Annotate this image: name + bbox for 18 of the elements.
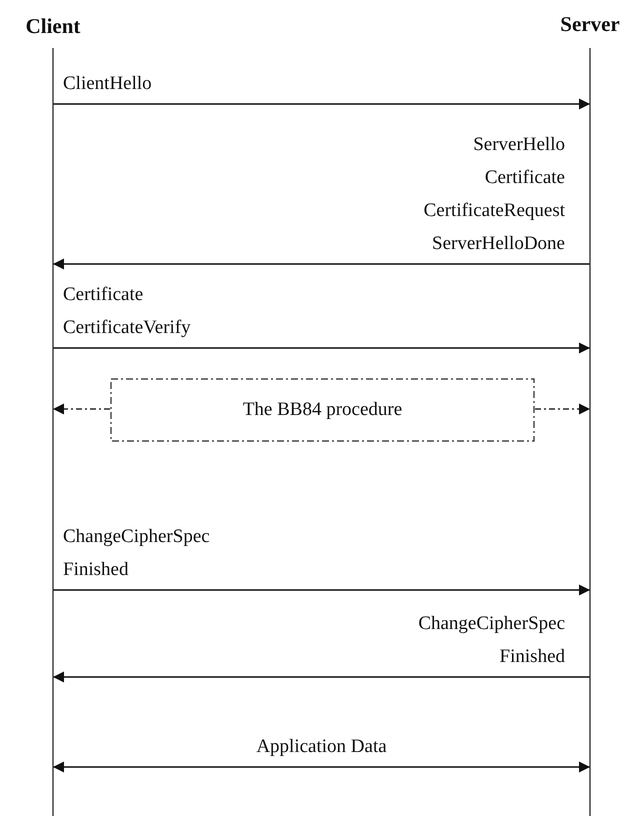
message-arrow [53,258,590,270]
message-label: ServerHello Certificate CertificateRequest ServerHelloDone [424,133,565,256]
lifeline-title: Client [26,14,80,39]
message-arrow [53,342,590,354]
process-box [110,378,535,442]
process-label: The BB84 procedure [242,399,402,421]
message-label: ChangeCipherSpec Finished [418,612,565,669]
message-arrow [53,98,590,110]
message-arrow [53,762,590,772]
message-label: ChangeCipherSpec Finished [63,525,210,582]
message-label: Certificate CertificateVerify [63,283,191,340]
message-label: ClientHello [63,72,152,96]
message-arrow [53,404,110,414]
message-arrow [535,404,590,414]
message-label: Application Data [256,735,387,759]
message-arrow [53,584,590,596]
message-arrow [53,672,590,682]
lifeline-title: Server [560,12,620,37]
